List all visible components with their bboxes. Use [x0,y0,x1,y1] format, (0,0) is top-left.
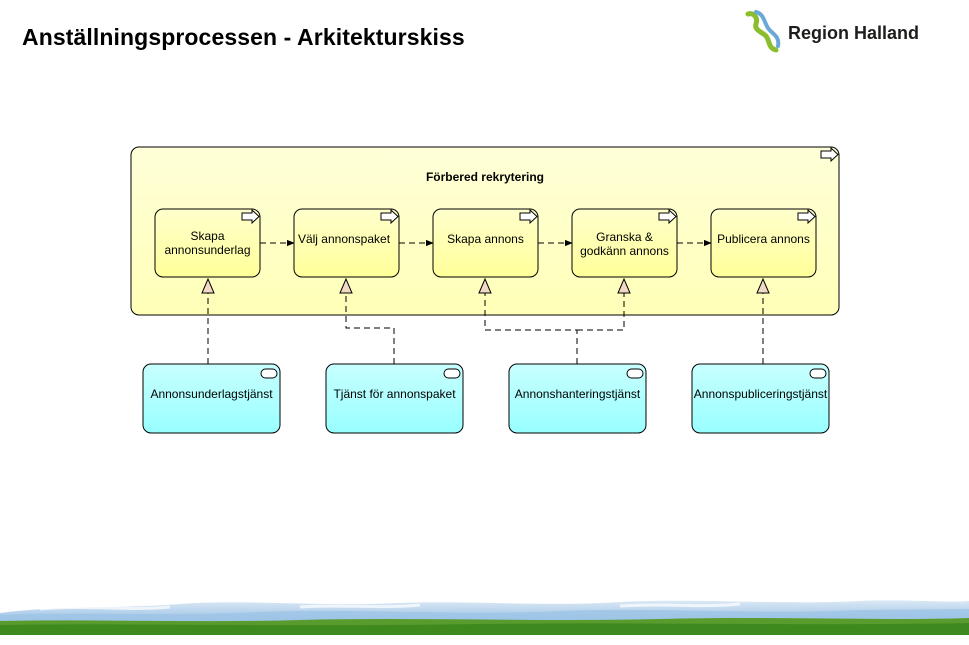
process-icon [241,208,260,225]
region-halland-logo-icon [745,10,781,53]
page-title: Anställningsprocessen - Arkitekturskiss [22,24,465,50]
landscape-footer-image [0,600,969,645]
realization-connector-3 [478,277,631,364]
logo-text: Region Halland [788,23,920,43]
process-box-4[interactable] [571,208,678,278]
process-icon [380,208,399,225]
process-label-3: Skapa annons [447,232,524,246]
process-box-5[interactable] [710,208,817,278]
service-box-4[interactable] [691,363,830,434]
service-icon [260,368,278,379]
process-icon [519,208,538,225]
service-icon [626,368,644,379]
service-icon [443,368,461,379]
process-label-4: Granska & godkänn annons [580,230,669,258]
service-box-1[interactable] [142,363,281,434]
realization-connector-1 [201,277,215,364]
service-label-2: Tjänst för annonspaket [333,387,456,401]
service-label-4: Annonspubliceringstjänst [693,387,828,401]
service-box-2[interactable] [325,363,464,434]
process-group-icon [820,146,839,163]
service-label-1: Annonsunderlagstjänst [150,387,273,401]
process-icon [797,208,816,225]
group-label: Förbered rekrytering [425,170,545,184]
region-halland-logo: Region Halland [742,8,942,54]
process-box-1[interactable] [154,208,261,278]
service-box-3[interactable] [508,363,647,434]
process-label-5: Publicera annons [717,232,810,246]
process-box-3[interactable] [432,208,539,278]
service-label-3: Annonshanteringstjänst [514,387,641,401]
process-icon [658,208,677,225]
realization-connector-2 [339,277,395,364]
process-label-2: Välj annonspaket [297,232,391,246]
realization-connector-4 [756,277,770,364]
process-box-2[interactable] [293,208,400,278]
service-icon [809,368,827,379]
process-label-1: Skapa annonsunderlag [164,229,251,257]
